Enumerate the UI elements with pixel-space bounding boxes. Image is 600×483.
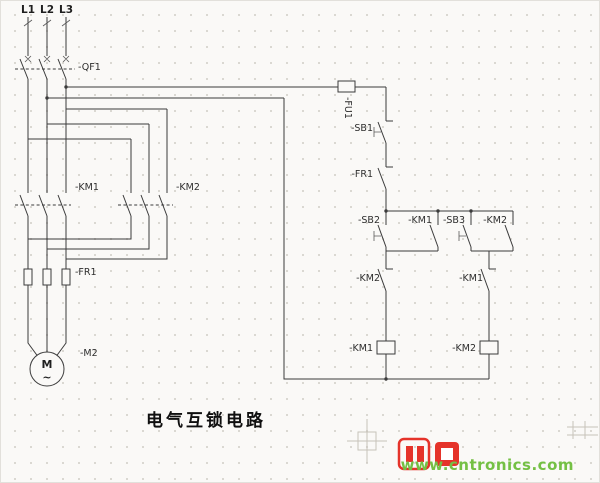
fr1-contact (377, 166, 393, 190)
sb3-actuator (458, 231, 466, 241)
sb3-label: -SB3 (443, 215, 465, 226)
sheet-register-mark (347, 419, 387, 463)
junction-dot (64, 85, 68, 89)
power-circuit: M ~ L1 L2 L3 -QF1 -KM1 -KM2 -FR1 -M2 (15, 4, 200, 387)
sb2-contact (377, 224, 387, 248)
breaker-qf1-symbol (15, 55, 75, 80)
junction-dot (436, 209, 440, 213)
fr1-thermal-elements-symbol (23, 268, 71, 286)
qf1-cross-marks (24, 55, 70, 63)
breaker-label: -QF1 (78, 62, 101, 73)
km1-main-label: -KM1 (75, 182, 99, 193)
km1-aux-contact (429, 224, 439, 248)
sheet-grid-mark (567, 421, 598, 439)
motor-symbol: M ~ (29, 351, 65, 387)
km1-contact-blades (19, 194, 67, 217)
km2-aux-label: -KM2 (483, 215, 507, 226)
km1-coil-symbol (376, 340, 396, 355)
fr1-element-2 (42, 268, 52, 286)
km2-main-contacts-symbol (118, 194, 173, 217)
km1-coil-label: -KM1 (349, 343, 373, 354)
logo-inner-square (441, 448, 453, 460)
motor-letter: M (42, 358, 53, 371)
logo-outline-box (397, 437, 431, 471)
fuse-fu1-symbol (337, 80, 356, 93)
fr1-element-1 (23, 268, 33, 286)
sb1-actuator (373, 127, 381, 137)
phase-label-l3: L3 (59, 4, 73, 16)
logo-bar-2 (417, 446, 424, 462)
annotations: 电气互锁电路 www.cntronics.com (146, 410, 598, 474)
phase-label-l2: L2 (40, 4, 54, 16)
junction-dot (384, 209, 388, 213)
junction-dots (45, 85, 473, 381)
km2-interlock-contact (377, 268, 393, 292)
km2-coil-symbol (479, 340, 499, 355)
junction-dot (384, 377, 388, 381)
km1-interlock-contact (480, 268, 496, 292)
terminal-tick-marks (23, 19, 71, 27)
power-wires (27, 17, 168, 359)
motor-circle (29, 351, 65, 387)
watermark-text: www.cntronics.com (401, 456, 574, 474)
fr1-element-3 (61, 268, 71, 286)
diagram-title: 电气互锁电路 (146, 410, 266, 431)
fr1-power-label: -FR1 (75, 267, 97, 278)
control-circuit: -FU1 -SB1 -FR1 -SB2 -KM1 -SB3 -KM2 -KM2 … (45, 80, 514, 381)
logo-bar-1 (406, 446, 413, 462)
phase-label-l1: L1 (21, 4, 35, 16)
sb1-contact (377, 120, 393, 144)
motor-wave-icon: ~ (42, 371, 51, 384)
junction-dot (469, 209, 473, 213)
sb1-label: -SB1 (351, 123, 373, 134)
km2-aux-contact (504, 224, 514, 248)
logo-mark (397, 437, 459, 471)
km2-contact-blades (122, 194, 168, 217)
sb2-label: -SB2 (358, 215, 380, 226)
fr1-control-label: -FR1 (351, 169, 373, 180)
km2-interlock-label: -KM2 (356, 273, 380, 284)
km1-aux-label: -KM1 (408, 215, 432, 226)
sb2-actuator (373, 231, 381, 241)
control-wires (47, 86, 514, 380)
km1-interlock-label: -KM1 (459, 273, 483, 284)
motor-tag-label: -M2 (80, 348, 98, 359)
register-box (357, 431, 377, 451)
junction-dot (45, 96, 49, 100)
fuse-label: -FU1 (342, 97, 353, 119)
sb3-contact (462, 224, 472, 248)
km1-main-contacts-symbol (15, 194, 71, 217)
km2-coil-label: -KM2 (452, 343, 476, 354)
km2-main-label: -KM2 (176, 182, 200, 193)
register-cross (347, 419, 387, 463)
